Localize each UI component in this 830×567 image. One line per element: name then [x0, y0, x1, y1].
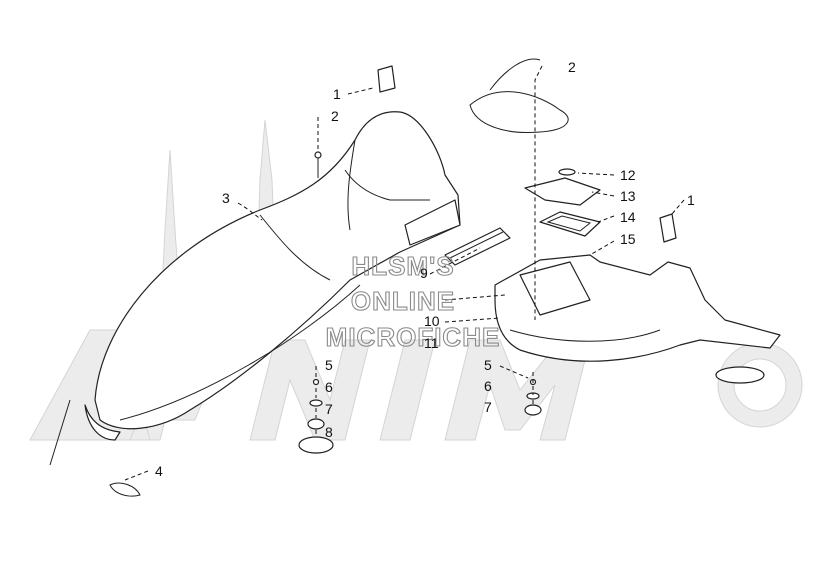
- seat-assembly-left: [84, 111, 461, 441]
- callout-10: 10: [424, 313, 440, 329]
- watermark-line-3: MICROFICHE: [326, 322, 501, 352]
- callout-labels: 1 2 3 4 5 6 7 8 9 10 11 2 12 13 14 15 1 …: [155, 59, 695, 479]
- callout-1-left: 1: [333, 86, 341, 102]
- callout-4: 4: [155, 463, 163, 479]
- hardware-stack-right: [524, 378, 542, 416]
- callout-9: 9: [420, 265, 428, 281]
- callout-6-left: 6: [325, 379, 333, 395]
- leader-lines: [124, 65, 685, 481]
- callout-7-right: 7: [484, 399, 492, 415]
- callout-14: 14: [620, 209, 636, 225]
- gasket: [539, 211, 601, 237]
- retaining-clip: [49, 399, 141, 497]
- hardware-stack-left: [298, 378, 334, 454]
- callout-12: 12: [620, 167, 636, 183]
- callout-5-left: 5: [325, 357, 333, 373]
- callout-5-right: 5: [484, 357, 492, 373]
- seat-assembly-right: [494, 254, 781, 384]
- seat-cap-right: [659, 213, 677, 243]
- decal-area: [469, 58, 569, 134]
- callout-13: 13: [620, 188, 636, 204]
- watermark-line-1: HLSM'S: [351, 251, 454, 281]
- callout-8: 8: [325, 424, 333, 440]
- screw-left: [314, 151, 322, 178]
- callout-3: 3: [222, 190, 230, 206]
- watermark-line-2: ONLINE: [351, 286, 455, 316]
- callout-2-left: 2: [331, 108, 339, 124]
- callout-11: 11: [424, 335, 439, 351]
- callout-7-left: 7: [325, 401, 333, 417]
- watermark: HLSM'S ONLINE MICROFICHE: [325, 250, 501, 352]
- callout-1-right: 1: [687, 192, 695, 208]
- vent-duct: [444, 227, 511, 266]
- callout-6-right: 6: [484, 378, 492, 394]
- callout-2-right: 2: [568, 59, 576, 75]
- seat-cap-left: [377, 65, 396, 93]
- callout-15: 15: [620, 231, 636, 247]
- mount-plate: [524, 168, 601, 206]
